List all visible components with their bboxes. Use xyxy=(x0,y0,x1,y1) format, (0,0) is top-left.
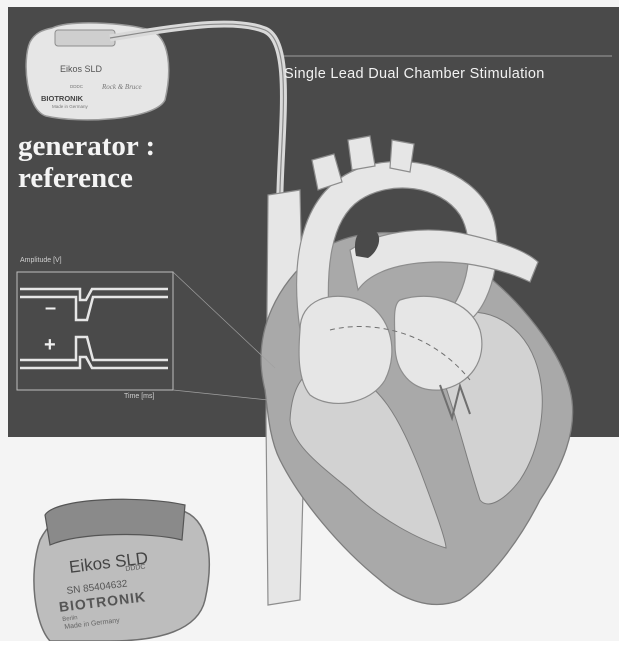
pacemaker-top-header xyxy=(55,30,115,46)
pacemaker-top-origin: Made in Germany xyxy=(52,104,88,109)
pacemaker-top-code: DDDC xyxy=(70,84,83,89)
waveform-y-axis-label: Amplitude [V] xyxy=(20,257,62,264)
heading-line-1: generator : xyxy=(18,130,155,162)
right-atrium xyxy=(299,296,392,403)
pacemaker-top-signature: Rock & Bruce xyxy=(102,83,142,91)
waveform-x-axis-label: Time [ms] xyxy=(124,393,154,400)
aortic-branch-2 xyxy=(348,136,375,170)
aortic-branch-3 xyxy=(390,140,414,172)
heading-line-2: reference xyxy=(18,162,155,194)
pacemaker-top-model: Eikos SLD xyxy=(60,64,102,74)
positive-polarity-sign: + xyxy=(44,334,56,357)
negative-polarity-sign: – xyxy=(45,297,56,320)
pacemaker-top-brand: BIOTRONIK xyxy=(41,94,83,103)
diagram-title: Single Lead Dual Chamber Stimulation xyxy=(284,66,545,82)
section-heading: generator : reference xyxy=(18,130,155,194)
